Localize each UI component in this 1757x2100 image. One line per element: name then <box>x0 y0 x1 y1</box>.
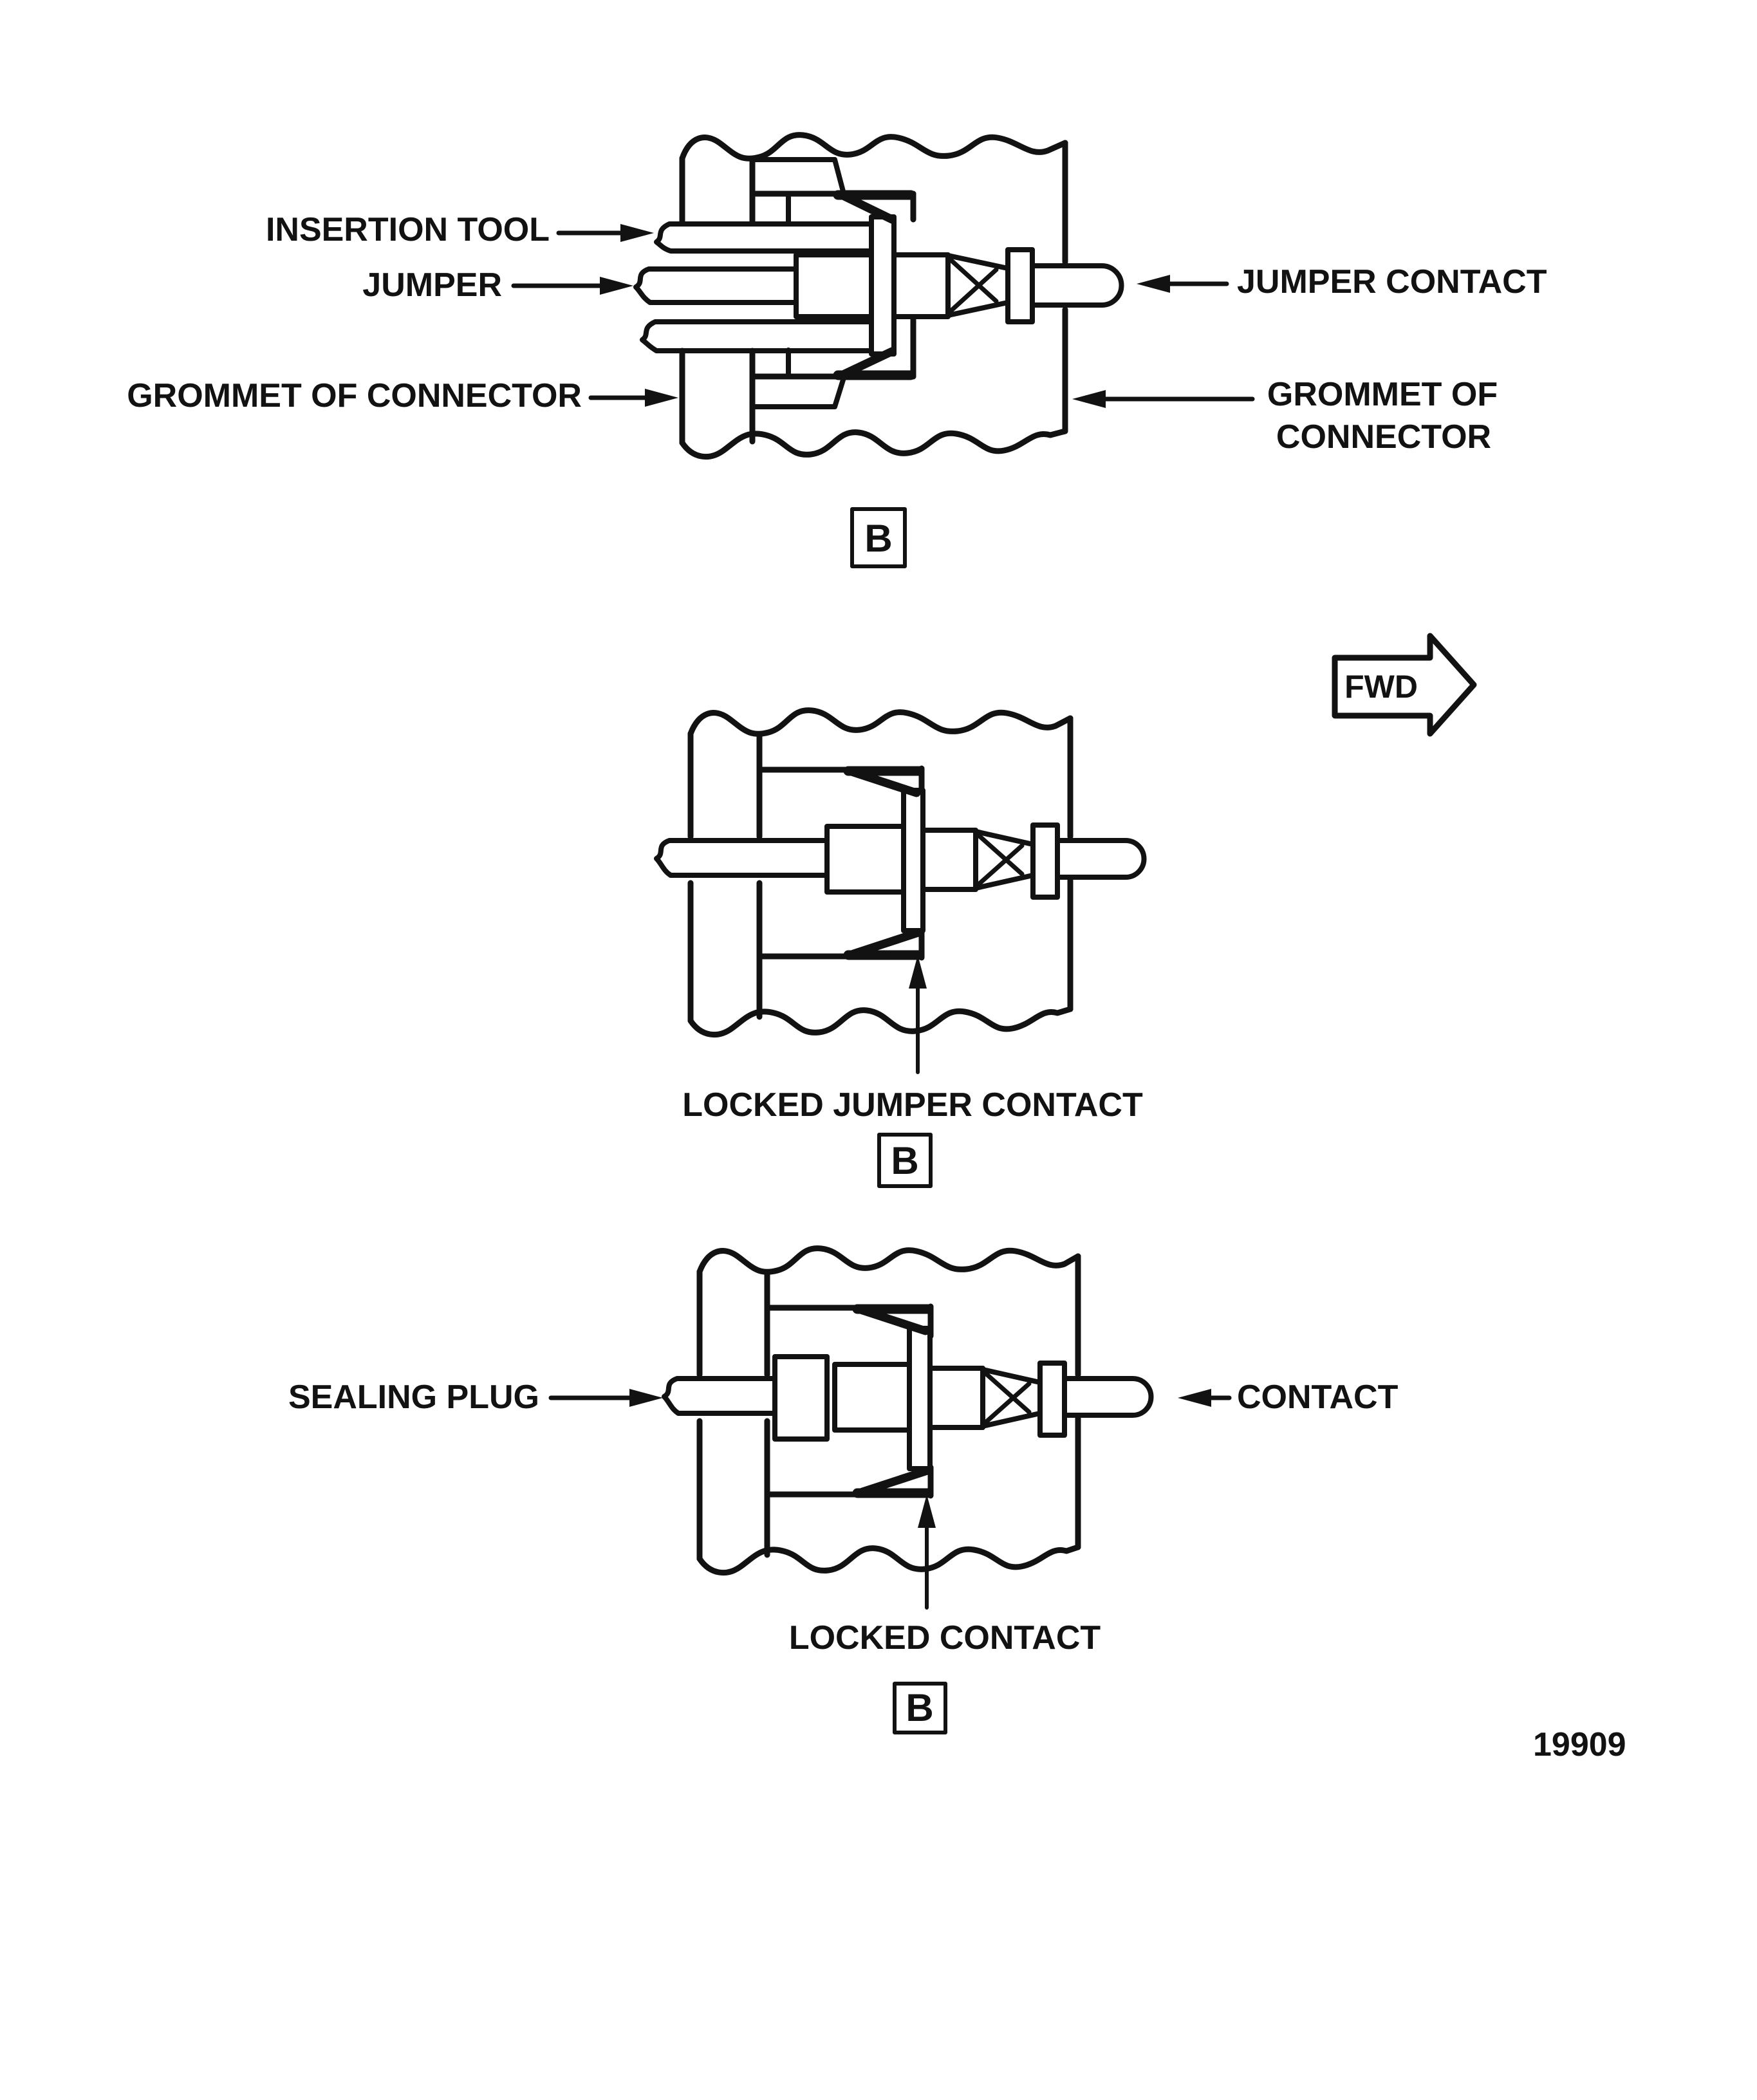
contact-pin <box>1055 838 1147 880</box>
retention-tine-bottom <box>840 347 897 378</box>
grommet-top-edge <box>679 132 1068 162</box>
retention-tine-bottom <box>858 1467 930 1496</box>
grommet-bottom-edge <box>696 1544 1081 1576</box>
contact-body <box>927 1366 985 1430</box>
label-grommet-of-connector-left: GROMMET OF CONNECTOR <box>127 377 582 414</box>
panel-insertion: INSERTION TOOL JUMPER GROMMET OF CONNECT… <box>127 132 1547 568</box>
arrowhead-grommet-right <box>1072 390 1106 408</box>
fwd-label: FWD <box>1344 669 1418 705</box>
label-jumper-contact: JUMPER CONTACT <box>1237 263 1547 301</box>
contact-body <box>891 252 951 319</box>
contact-cone-section-lines <box>973 830 1025 889</box>
contact-shoulder-collar <box>1030 822 1060 900</box>
grommet-top-edge <box>687 707 1074 737</box>
contact-cone-edges <box>980 1367 1043 1429</box>
grommet-top-edge <box>696 1245 1081 1275</box>
retention-tine-top <box>840 192 897 224</box>
sealing-plug-body <box>772 1354 830 1442</box>
cavity-upper-lip <box>750 157 846 196</box>
contact-crimp-barrel <box>832 1362 912 1433</box>
caption-locked-contact: LOCKED CONTACT <box>789 1619 1101 1657</box>
arrowhead-jumper-contact <box>1137 275 1170 293</box>
contact-pin <box>1062 1376 1154 1418</box>
label-jumper: JUMPER <box>362 266 502 304</box>
jumper-wire <box>654 838 830 882</box>
insertion-tool-lower-wall <box>640 319 874 353</box>
retention-washer <box>907 1326 933 1471</box>
panel-locked-contact: SEALING PLUG CONTACT LOCKED CONTACT B <box>288 1245 1399 1734</box>
arrowhead-contact <box>1178 1389 1211 1407</box>
label-insertion-tool: INSERTION TOOL <box>266 211 550 248</box>
sealing-plug-stem <box>662 1376 777 1420</box>
retention-tine-top <box>849 768 921 797</box>
label-contact: CONTACT <box>1237 1379 1399 1416</box>
contact-cone-section-lines <box>945 255 999 316</box>
detail-b-3: B <box>906 1686 933 1729</box>
detail-b-2: B <box>891 1139 918 1182</box>
retention-washer <box>901 788 925 933</box>
detail-box-2 <box>877 1133 933 1188</box>
contact-cone-section-lines <box>980 1368 1032 1427</box>
contact-shoulder-collar <box>1005 247 1035 324</box>
panel-locked-jumper-contact: LOCKED JUMPER CONTACT B <box>654 707 1147 1188</box>
arrowhead-insertion-tool <box>620 224 654 242</box>
contact-pin <box>1030 263 1124 308</box>
label-grommet-of-right-line2: CONNECTOR <box>1276 418 1491 456</box>
figure-number: 19909 <box>1533 1726 1626 1763</box>
grommet-bottom-edge <box>679 428 1068 460</box>
label-sealing-plug: SEALING PLUG <box>288 1379 539 1416</box>
arrowhead-locked-jumper-contact <box>909 955 927 989</box>
contact-crimp-barrel <box>824 824 906 895</box>
retention-tine-bottom <box>849 929 921 958</box>
detail-b-1: B <box>864 517 892 560</box>
arrowhead-locked-contact <box>918 1494 936 1528</box>
arrowhead-sealing-plug <box>629 1389 663 1407</box>
cavity-lower-lip <box>750 375 846 409</box>
detail-box-1 <box>850 507 907 568</box>
fwd-arrow-outline <box>1332 633 1477 737</box>
contact-cone-edges <box>945 253 1010 318</box>
insertion-tool-upper-wall <box>654 221 874 254</box>
contact-cone-edges <box>973 829 1036 891</box>
caption-locked-jumper-contact: LOCKED JUMPER CONTACT <box>682 1086 1143 1124</box>
arrowhead-jumper <box>600 277 633 295</box>
insertion-tool-washer <box>869 214 897 357</box>
label-grommet-of-right-line1: GROMMET OF <box>1267 376 1498 413</box>
detail-box-3 <box>893 1682 947 1734</box>
contact-body <box>920 828 978 892</box>
grommet-bottom-edge <box>687 1006 1074 1038</box>
contact-shoulder-collar <box>1037 1361 1067 1438</box>
fwd-indicator: FWD <box>1332 633 1477 737</box>
contact-crimp-barrel <box>794 252 874 319</box>
jumper-wire <box>633 266 799 305</box>
retention-tine-top <box>858 1306 930 1335</box>
arrowhead-grommet-left <box>645 389 678 407</box>
